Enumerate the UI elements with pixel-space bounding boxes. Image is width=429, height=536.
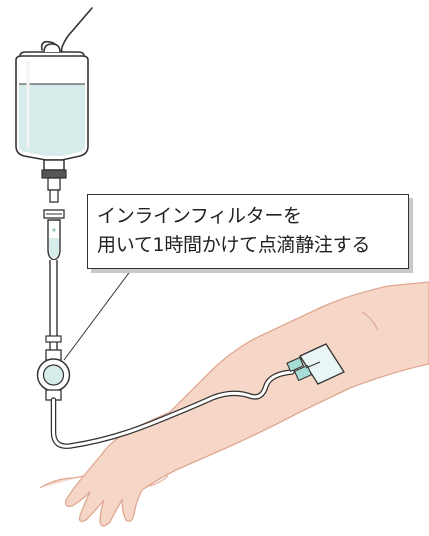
callout-line-1: インラインフィルターを: [97, 205, 302, 227]
iv-tubing-upper: [45, 260, 62, 350]
inline-filter: [36, 349, 71, 401]
bag-port: [41, 159, 67, 191]
catheter-dressing: [286, 343, 345, 385]
iv-tubing-lower: [50, 369, 295, 449]
callout-leader-line: [63, 269, 132, 361]
callout-box: インラインフィルターを 用いて1時間かけて点滴静注する: [87, 194, 409, 269]
forearm: [39, 281, 429, 527]
callout-line-2: 用いて1時間かけて点滴静注する: [97, 234, 371, 256]
iv-bag: [15, 43, 89, 161]
drip-chamber: [43, 189, 65, 261]
